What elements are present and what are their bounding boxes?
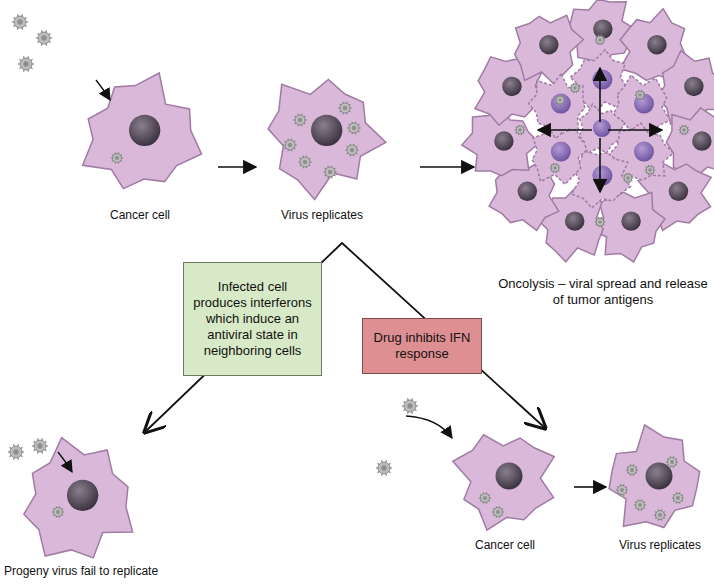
cancer-cell	[529, 74, 585, 139]
virus-particle	[52, 506, 64, 518]
cancer-cell	[268, 79, 386, 199]
virus-particle	[36, 30, 52, 45]
cancer-cell	[666, 108, 714, 176]
virus-particle	[338, 102, 352, 115]
drug-box: Drug inhibits IFN response	[362, 318, 482, 374]
virus-particle	[666, 456, 678, 468]
virus-particle	[623, 173, 634, 183]
caption-label: Oncolysis – viral spread and release of …	[494, 276, 712, 307]
virus-particle	[283, 139, 297, 152]
caption-label: Progeny virus fail to replicate	[4, 564, 158, 578]
virus-particle	[515, 125, 526, 135]
virus-particle	[595, 217, 606, 227]
box-text: Infected cell produces interferons which…	[190, 279, 315, 358]
virus-particle	[479, 492, 491, 504]
caption-label: Virus replicates	[281, 208, 363, 222]
virus-particle	[626, 464, 638, 476]
caption-label: Cancer cell	[110, 208, 170, 222]
info-box: Infected cell produces interferons which…	[183, 262, 322, 376]
virus-particle	[111, 152, 123, 164]
cancer-cell	[83, 73, 202, 189]
virus-particle	[347, 122, 361, 135]
virus-particle	[293, 114, 307, 127]
virus-particle	[616, 484, 628, 496]
virus-particle	[492, 506, 504, 518]
virus-particle	[570, 83, 581, 93]
cancer-cell	[453, 435, 555, 530]
virus-particle	[298, 156, 312, 169]
virus-particle	[550, 163, 561, 173]
virus-particle	[12, 14, 28, 29]
cancer-cell	[24, 438, 133, 558]
virus-particle	[402, 398, 418, 413]
box-text: Drug inhibits IFN response	[369, 330, 475, 362]
virus-particle	[672, 492, 684, 504]
virus-particle	[18, 56, 34, 71]
cancer-cell	[572, 151, 631, 208]
virus-particle	[635, 90, 646, 100]
cancer-cell	[609, 425, 700, 528]
virus-particle	[634, 499, 646, 511]
cancer-cell	[579, 104, 625, 153]
virus-particle	[595, 35, 606, 45]
virus-particle	[8, 444, 24, 459]
virus-particle	[654, 509, 666, 521]
virus-particle	[376, 460, 392, 475]
virus-particle	[555, 95, 566, 105]
caption-label: Virus replicates	[619, 538, 701, 552]
virus-particle	[679, 125, 690, 135]
virus-particle	[323, 166, 337, 179]
caption-label: Cancer cell	[475, 538, 535, 552]
cancer-cell	[515, 15, 584, 84]
virus-particle	[32, 438, 48, 453]
virus-particle	[345, 144, 359, 157]
virus-particle	[645, 165, 656, 175]
